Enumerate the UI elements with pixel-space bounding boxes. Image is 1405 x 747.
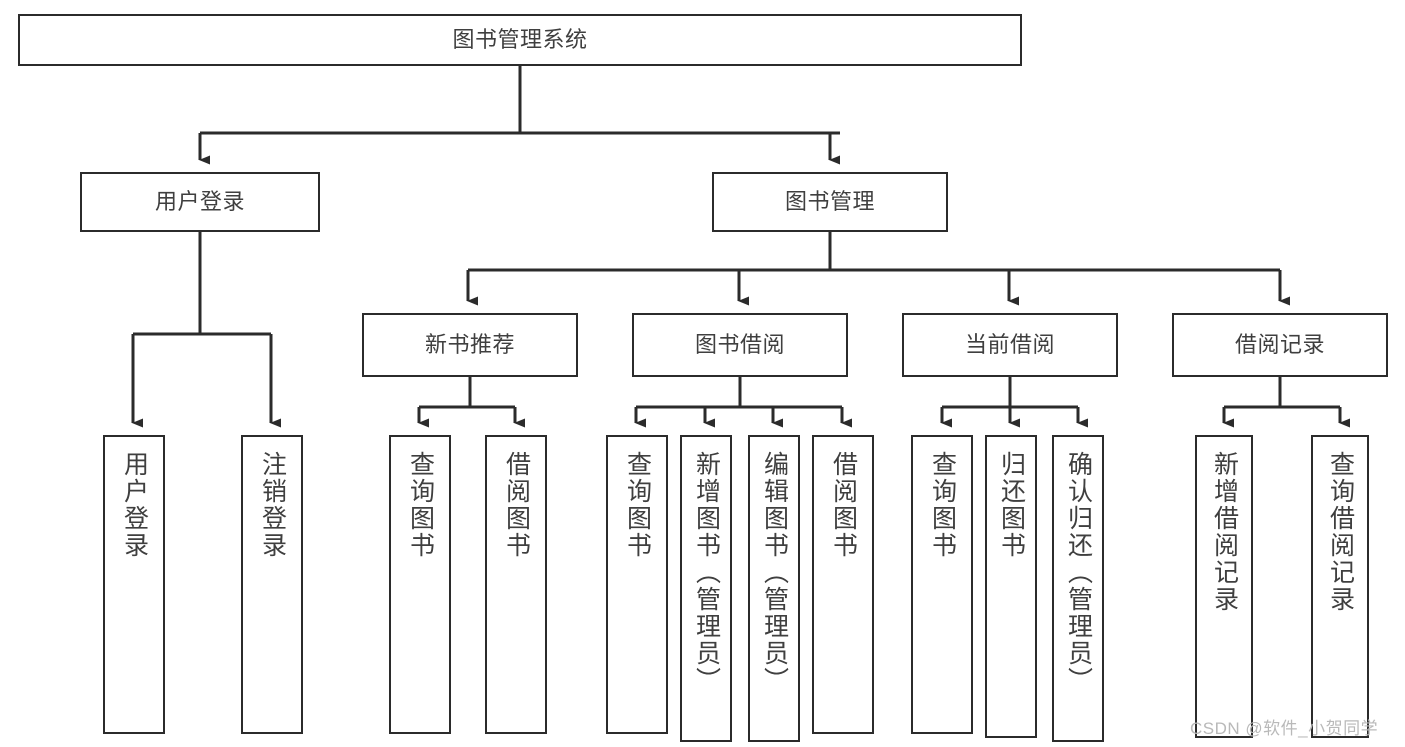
leaf-borrow-record-0-label: 新增借阅记录 (1210, 451, 1239, 613)
leaf-user-login-1-label: 注销登录 (258, 451, 287, 559)
leaf-borrow-record-1[interactable]: 查询借阅记录 (1311, 435, 1369, 738)
leaf-book-borrow-1[interactable]: 新增图书（管理员） (680, 435, 732, 742)
leaf-current-borrow-1-label: 归还图书 (997, 451, 1026, 559)
leaf-current-borrow-0-label: 查询图书 (928, 451, 957, 559)
leaf-current-borrow-2[interactable]: 确认归还（管理员） (1052, 435, 1104, 742)
leaf-borrow-record-0[interactable]: 新增借阅记录 (1195, 435, 1253, 738)
leaf-user-login-1[interactable]: 注销登录 (241, 435, 303, 734)
csdn-watermark-text: CSDN @软件_小贺同学 (1190, 719, 1379, 738)
node-current-borrow[interactable]: 当前借阅 (902, 313, 1118, 377)
node-book-management-label: 图书管理 (784, 189, 875, 215)
leaf-book-borrow-3[interactable]: 借阅图书 (812, 435, 874, 734)
leaf-user-login-0[interactable]: 用户登录 (103, 435, 165, 734)
leaf-book-borrow-0-label: 查询图书 (623, 451, 652, 559)
leaf-book-borrow-2[interactable]: 编辑图书（管理员） (748, 435, 800, 742)
leaf-book-borrow-2-label: 编辑图书（管理员） (760, 451, 789, 694)
node-borrow-record-label: 借阅记录 (1234, 332, 1325, 358)
leaf-new-book-recommend-0[interactable]: 查询图书 (389, 435, 451, 734)
node-user-login-label: 用户登录 (154, 189, 245, 215)
leaf-current-borrow-1[interactable]: 归还图书 (985, 435, 1037, 738)
leaf-user-login-0-label: 用户登录 (120, 451, 149, 559)
leaf-book-borrow-1-label: 新增图书（管理员） (692, 451, 721, 694)
node-borrow-record[interactable]: 借阅记录 (1172, 313, 1388, 377)
leaf-book-borrow-3-label: 借阅图书 (829, 451, 858, 559)
leaf-current-borrow-0[interactable]: 查询图书 (911, 435, 973, 734)
node-current-borrow-label: 当前借阅 (964, 332, 1055, 358)
csdn-watermark: CSDN @软件_小贺同学 (1190, 714, 1378, 739)
node-book-borrow-label: 图书借阅 (694, 332, 785, 358)
leaf-new-book-recommend-1[interactable]: 借阅图书 (485, 435, 547, 734)
node-user-login[interactable]: 用户登录 (80, 172, 320, 232)
leaf-borrow-record-1-label: 查询借阅记录 (1326, 451, 1355, 613)
node-new-book-recommend[interactable]: 新书推荐 (362, 313, 578, 377)
leaf-book-borrow-0[interactable]: 查询图书 (606, 435, 668, 734)
node-book-management[interactable]: 图书管理 (712, 172, 948, 232)
node-root-label: 图书管理系统 (452, 27, 588, 53)
node-book-borrow[interactable]: 图书借阅 (632, 313, 848, 377)
node-new-book-recommend-label: 新书推荐 (424, 332, 515, 358)
node-root[interactable]: 图书管理系统 (18, 14, 1022, 66)
leaf-new-book-recommend-1-label: 借阅图书 (502, 451, 531, 559)
leaf-current-borrow-2-label: 确认归还（管理员） (1064, 451, 1093, 694)
leaf-new-book-recommend-0-label: 查询图书 (406, 451, 435, 559)
